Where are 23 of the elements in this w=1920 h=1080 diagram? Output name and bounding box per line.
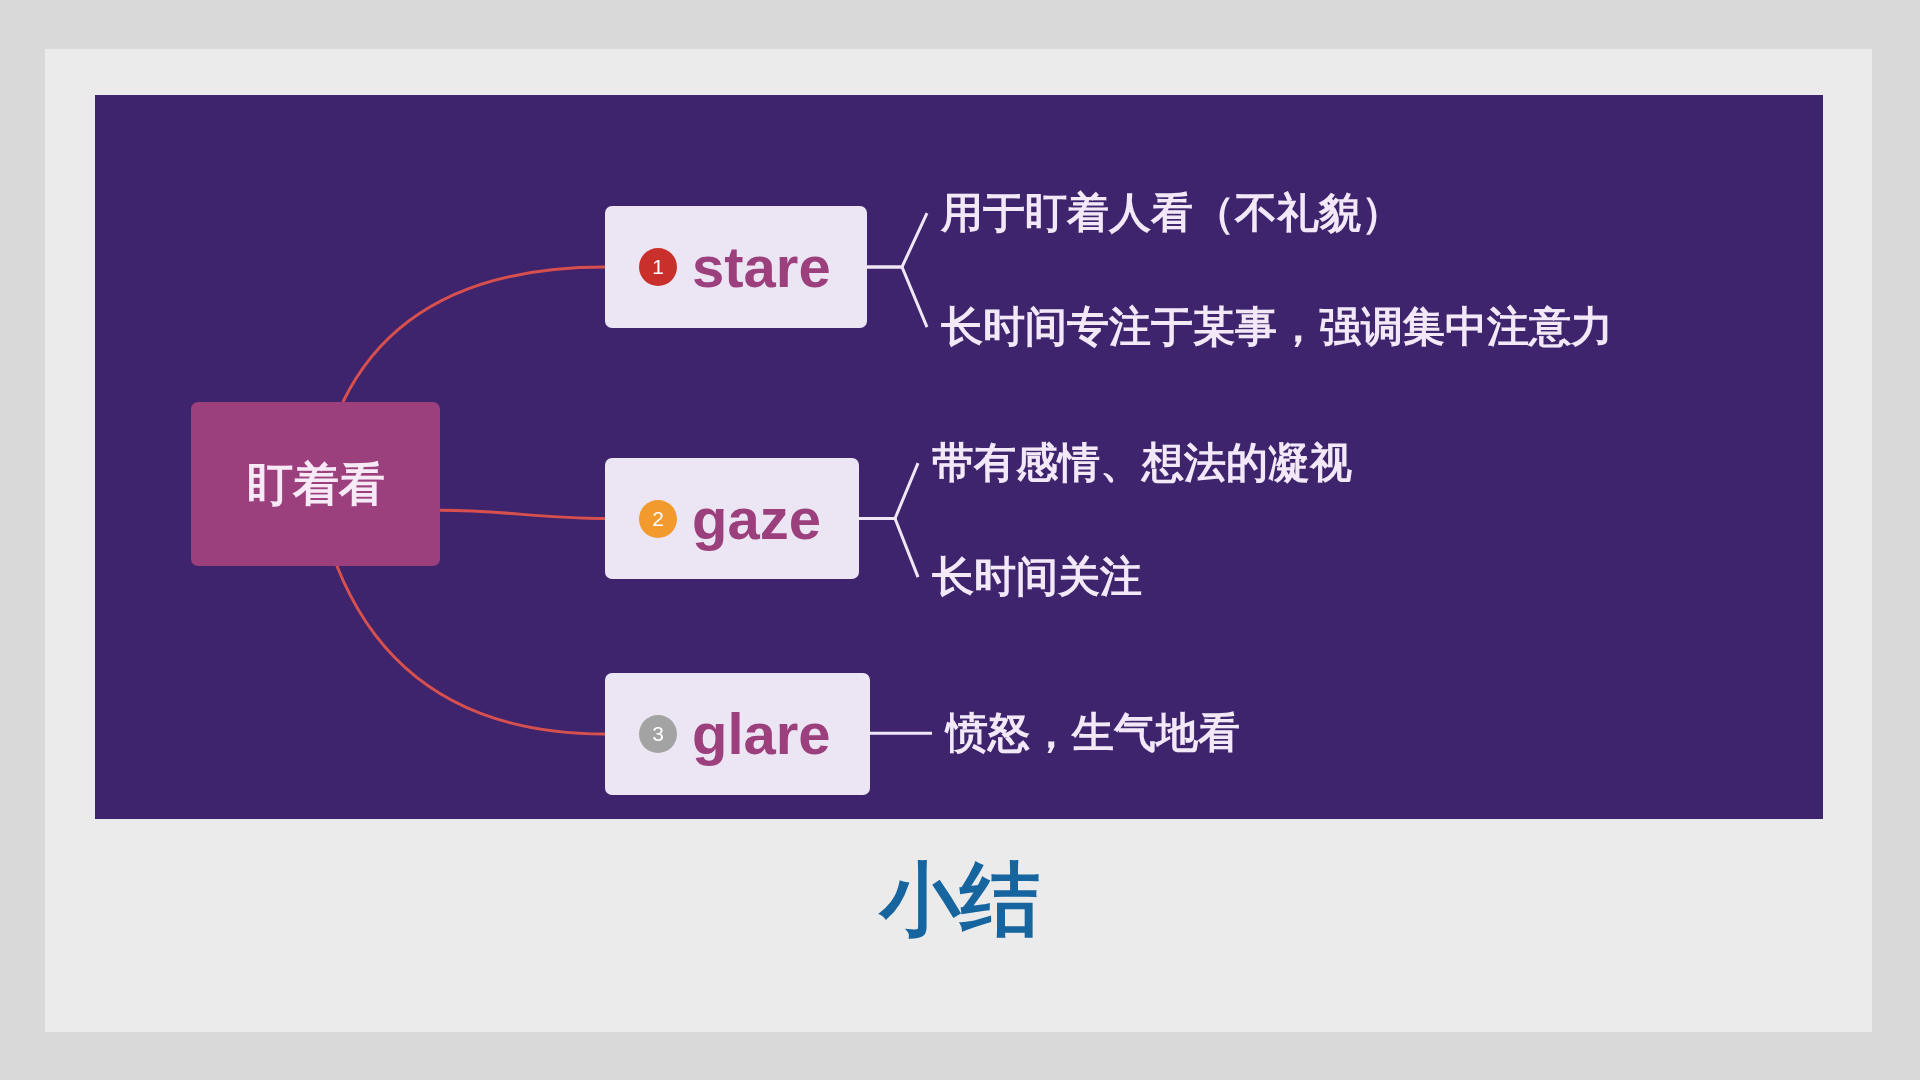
subtopic-box bbox=[605, 673, 870, 795]
priority-marker: 2 bbox=[639, 499, 677, 538]
branch-text: 带有感情、想法的凝视 bbox=[918, 439, 1352, 488]
subtopic-box bbox=[605, 458, 859, 579]
connector-line bbox=[859, 517, 920, 578]
connector-line bbox=[870, 731, 932, 735]
connector-line bbox=[335, 565, 606, 736]
connector-line bbox=[440, 508, 605, 520]
subtopic-box bbox=[605, 206, 867, 328]
branch-text: 长时间专注于某事，强调集中注意力 bbox=[927, 303, 1613, 352]
priority-marker: 1 bbox=[639, 248, 677, 286]
central-topic-label: 盯着看 bbox=[246, 458, 385, 510]
branch-text: 长时间关注 bbox=[918, 553, 1142, 602]
priority-marker: 3 bbox=[639, 715, 677, 753]
central-topic-box bbox=[191, 402, 440, 566]
title: 小结 bbox=[880, 856, 1040, 944]
subtopic-label: glare bbox=[692, 702, 831, 766]
subtopic-label: stare bbox=[692, 235, 831, 299]
subtopic-label: gaze bbox=[692, 486, 821, 551]
branch-text: 用于盯着人看（不礼貌） bbox=[927, 189, 1403, 238]
branch-text: 愤怒，生气地看 bbox=[932, 709, 1240, 758]
connector-line bbox=[341, 265, 606, 403]
connector-line bbox=[867, 265, 929, 328]
